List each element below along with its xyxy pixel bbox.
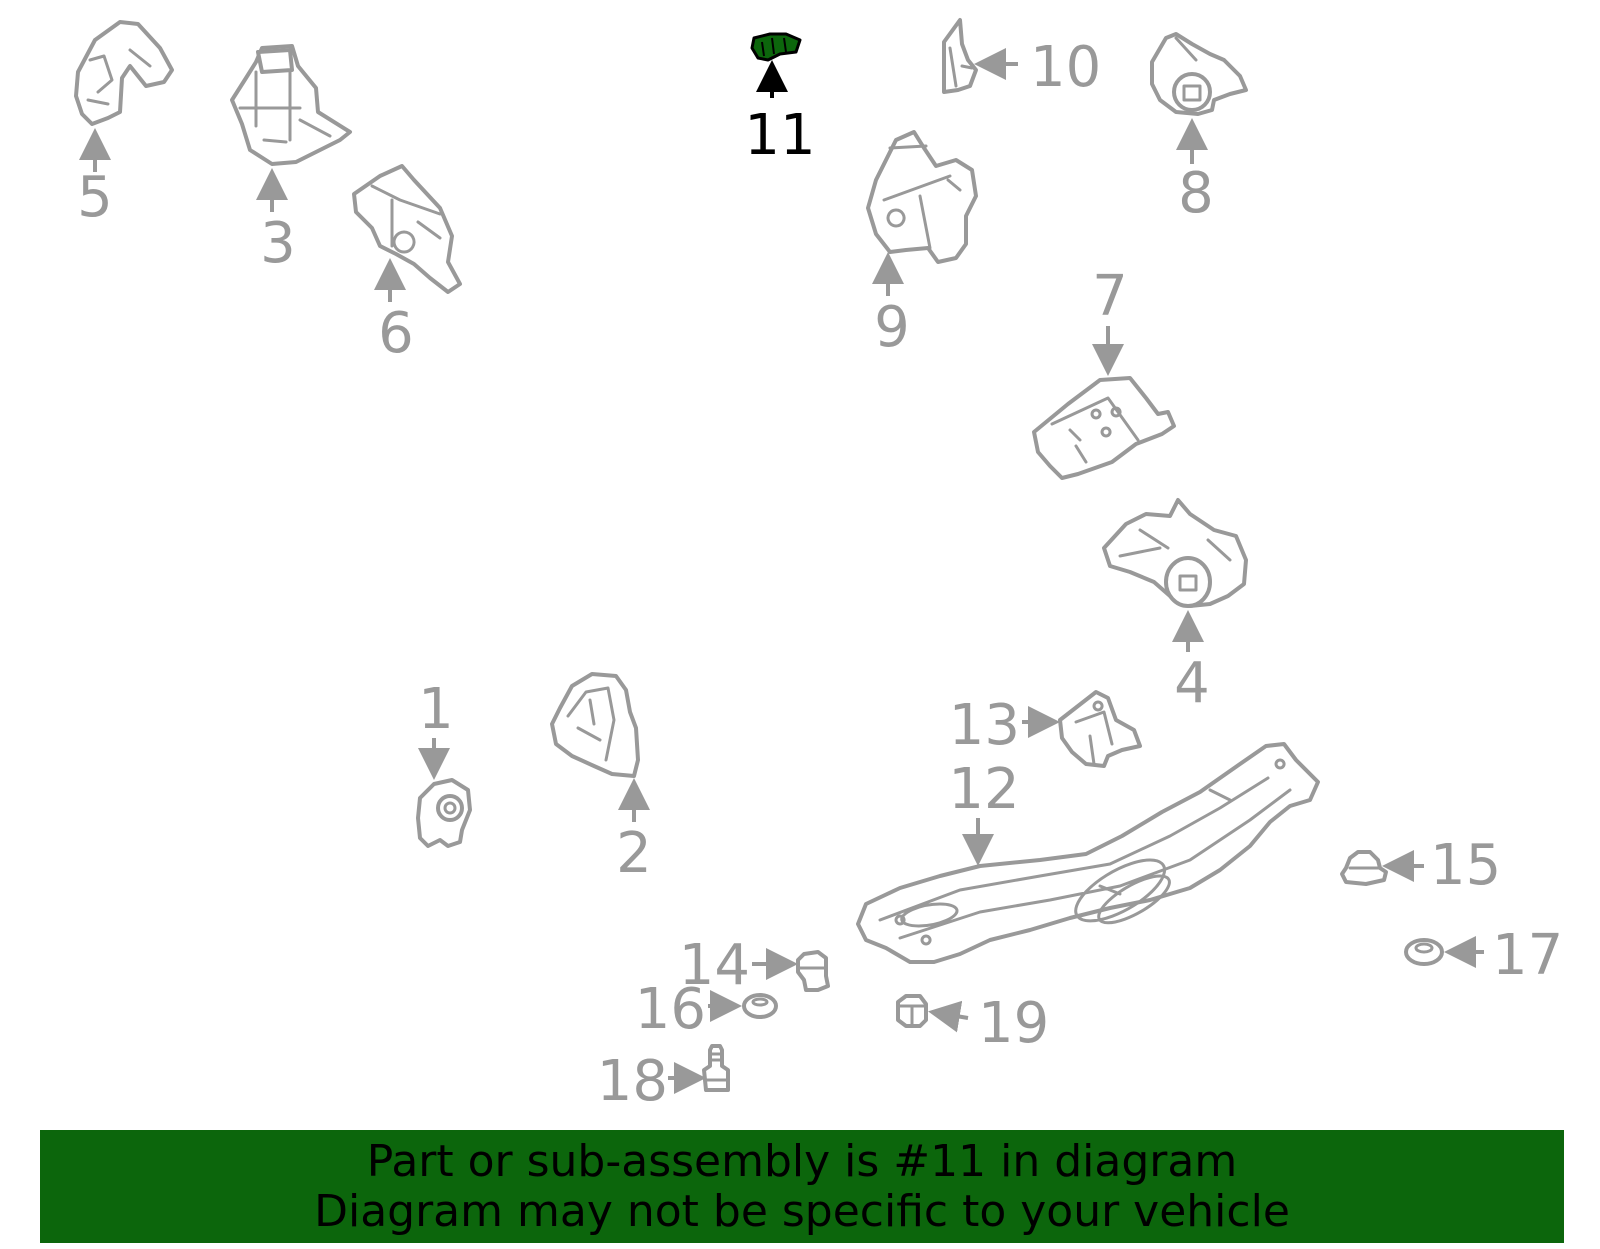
part-17[interactable]: 17 bbox=[1404, 923, 1563, 988]
label-6: 6 bbox=[378, 301, 414, 366]
part-3[interactable]: 3 bbox=[230, 44, 352, 276]
part-13[interactable]: 13 bbox=[949, 690, 1142, 768]
part-16[interactable]: 16 bbox=[635, 977, 778, 1042]
label-7: 7 bbox=[1092, 264, 1128, 329]
part-12[interactable]: 12 bbox=[856, 742, 1320, 964]
label-10: 10 bbox=[1030, 35, 1101, 100]
part-5[interactable]: 5 bbox=[74, 20, 174, 230]
part-6[interactable]: 6 bbox=[352, 164, 462, 366]
label-3: 3 bbox=[260, 211, 296, 276]
label-13: 13 bbox=[949, 693, 1020, 758]
label-9: 9 bbox=[874, 295, 910, 360]
label-5: 5 bbox=[77, 165, 113, 230]
label-4: 4 bbox=[1174, 651, 1210, 716]
label-14: 14 bbox=[679, 933, 750, 998]
label-2: 2 bbox=[616, 821, 652, 886]
part-10[interactable]: 10 bbox=[942, 18, 1101, 100]
part-4[interactable]: 4 bbox=[1102, 498, 1248, 716]
part-18[interactable]: 18 bbox=[597, 1044, 730, 1114]
label-1: 1 bbox=[418, 677, 454, 742]
part-7[interactable]: 7 bbox=[1032, 264, 1176, 480]
label-11: 11 bbox=[744, 103, 815, 168]
label-8: 8 bbox=[1178, 161, 1214, 226]
label-17: 17 bbox=[1492, 923, 1563, 988]
label-18: 18 bbox=[597, 1049, 668, 1114]
part-11[interactable]: 11 bbox=[744, 32, 816, 168]
part-14[interactable]: 14 bbox=[679, 933, 830, 998]
part-8[interactable]: 8 bbox=[1150, 32, 1248, 226]
label-19: 19 bbox=[978, 991, 1049, 1056]
banner-line-disclaimer: Diagram may not be specific to your vehi… bbox=[314, 1185, 1290, 1237]
part-15[interactable]: 15 bbox=[1340, 833, 1501, 898]
label-16: 16 bbox=[635, 977, 706, 1042]
part-1[interactable]: 1 bbox=[416, 677, 472, 848]
label-12: 12 bbox=[948, 757, 1019, 822]
banner-line-part: Part or sub-assembly is #11 in diagram bbox=[366, 1135, 1238, 1187]
info-banner: Part or sub-assembly is #11 in diagram D… bbox=[40, 1130, 1564, 1243]
part-9[interactable]: 9 bbox=[866, 130, 978, 360]
part-2[interactable]: 2 bbox=[550, 672, 652, 886]
label-15: 15 bbox=[1430, 833, 1501, 898]
part-19[interactable]: 19 bbox=[896, 991, 1049, 1056]
